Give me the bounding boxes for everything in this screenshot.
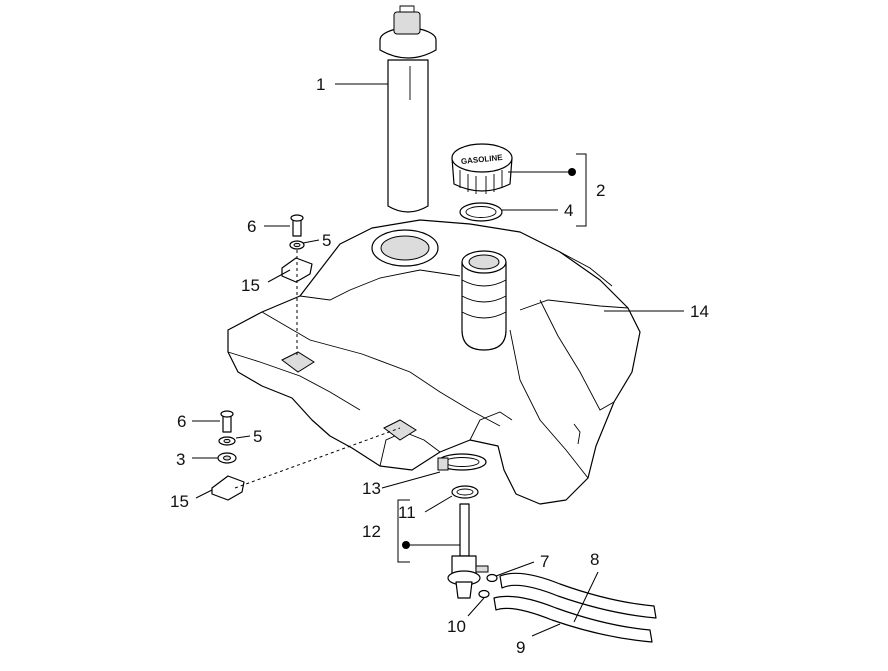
vent-hose: [493, 595, 653, 643]
callout-5-upper: 5: [322, 231, 331, 250]
callout-6-lower: 6: [177, 412, 186, 431]
callout-labels: 1 2 3 4 5 5 6 6 7 8 9 10 11 12 13 14 15 …: [170, 75, 709, 657]
hose-clip-upper: [486, 573, 498, 583]
leader-lines: [192, 83, 684, 637]
cap-lettering: GASOLINE: [460, 153, 503, 166]
callout-7: 7: [540, 552, 549, 571]
callout-15-lower: 15: [170, 492, 189, 511]
callout-5-lower: 5: [253, 427, 262, 446]
fuel-tap: [447, 503, 489, 599]
callout-8: 8: [590, 550, 599, 569]
hose-clip-lower: [478, 589, 490, 599]
callout-12: 12: [362, 522, 381, 541]
hose-clamp: [437, 453, 487, 471]
fuel-cap: GASOLINE: [451, 143, 513, 194]
fuel-tank: [227, 219, 641, 505]
o-ring: [451, 485, 479, 499]
cap-gasket: [459, 202, 503, 222]
callout-1: 1: [316, 75, 325, 94]
callout-13: 13: [362, 479, 381, 498]
callout-11: 11: [398, 503, 416, 522]
callout-14: 14: [690, 302, 709, 321]
fuel-level-sender: [379, 5, 437, 213]
callout-2: 2: [596, 181, 605, 200]
callout-3: 3: [176, 450, 185, 469]
callout-4: 4: [564, 201, 573, 220]
callout-9: 9: [516, 638, 525, 657]
fuel-hose: [499, 572, 657, 619]
callout-6-upper: 6: [247, 217, 256, 236]
upper-mounting-hardware: [281, 214, 313, 356]
callout-10: 10: [447, 617, 466, 636]
lower-mounting-hardware: [211, 410, 401, 501]
callout-15-upper: 15: [241, 276, 260, 295]
